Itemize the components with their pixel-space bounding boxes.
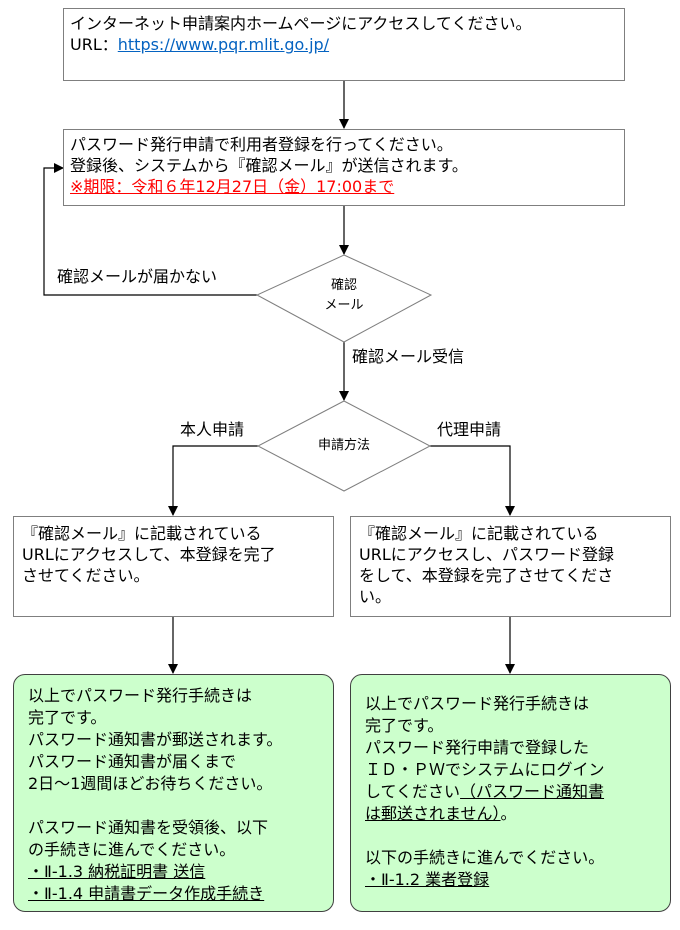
access-instruction: インターネット申請案内ホームページにアクセスしてください。 [70, 14, 532, 33]
label-received: 確認メール受信 [352, 347, 465, 366]
diamond-application-method [256, 400, 432, 492]
diamond-application-method-label: 申請方法 [317, 438, 370, 453]
step-proxy-main-registration: 『確認メール』に記載されている URLにアクセスし、パスワード登録 をして、本登… [350, 516, 671, 617]
self-reg-line1: 『確認メール』に記載されている [22, 524, 262, 543]
link-application-data[interactable]: ・Ⅱ-1.4 申請書データ作成手続き [28, 884, 265, 903]
self-done-line7: の手続きに進んでください。 [28, 840, 236, 859]
homepage-link[interactable]: https://www.pqr.mlit.go.jp/ [117, 35, 330, 54]
self-done-line4: パスワード通知書が届くまで [28, 752, 237, 771]
arrow-to-right-box [430, 445, 515, 516]
self-spacer [28, 795, 319, 817]
self-done-line5: 2日～1週間ほどお待ちください。 [28, 774, 273, 793]
completion-self: 以上でパスワード発行手続きは 完了です。 パスワード通知書が郵送されます。 パス… [13, 674, 334, 912]
arrow-loop-back [43, 163, 257, 296]
proxy-done-line2: 完了です。 [365, 716, 444, 735]
label-self-application: 本人申請 [180, 420, 245, 439]
proxy-spacer [365, 825, 656, 847]
proxy-reg-line3: をして、本登録を完了させてくださ [359, 566, 614, 585]
diamond-confirm-line2: メール [324, 298, 364, 313]
proxy-reg-line4: い。 [359, 587, 392, 606]
self-done-line3: パスワード通知書が郵送されます。 [28, 730, 283, 749]
self-done-line1: 以上でパスワード発行手続きは [28, 686, 253, 705]
url-label: URL： [70, 35, 118, 54]
registration-instruction: パスワード発行申請で利用者登録を行ってください。 [70, 135, 453, 154]
diamond-confirm-mail [255, 254, 433, 343]
proxy-done-line7: 以下の手続きに進んでください。 [365, 848, 605, 867]
arrow-to-left-box [168, 445, 258, 516]
proxy-done-line4: ＩＤ・ＰＷでシステムにログイン [365, 760, 605, 779]
step-access-homepage: インターネット申請案内ホームページにアクセスしてください。 URL：https:… [63, 8, 625, 81]
proxy-done-line5b: （パスワード通知書 [460, 782, 605, 801]
proxy-done-line6: は郵送されません）。 [365, 803, 656, 825]
link-vendor-registration[interactable]: ・Ⅱ-1.2 業者登録 [365, 870, 490, 889]
self-done-line2: 完了です。 [28, 708, 107, 727]
proxy-done-line5a: してください [365, 782, 461, 801]
proxy-done-line1: 以上でパスワード発行手続きは [365, 694, 590, 713]
diamond-confirm-mail-label: 確認 メール [294, 276, 394, 316]
proxy-reg-line1: 『確認メール』に記載されている [359, 524, 599, 543]
url-line: URL：https://www.pqr.mlit.go.jp/ [70, 34, 618, 55]
label-proxy-application: 代理申請 [437, 420, 502, 439]
deadline-notice: ※期限：令和６年12月27日（金）17:00まで [70, 177, 395, 196]
confirm-mail-notice: 登録後、システムから『確認メール』が送信されます。 [70, 156, 468, 175]
step-user-registration: パスワード発行申請で利用者登録を行ってください。 登録後、システムから『確認メー… [63, 129, 625, 206]
proxy-done-line5: してください（パスワード通知書 [365, 781, 656, 803]
link-tax-certificate[interactable]: ・Ⅱ-1.3 納税証明書 送信 [28, 862, 206, 881]
proxy-done-line3: パスワード発行申請で登録した [365, 738, 590, 757]
self-done-line6: パスワード通知書を受領後、以下 [28, 818, 269, 837]
self-reg-line2: URLにアクセスして、本登録を完了 [22, 545, 276, 564]
proxy-done-line6a: は郵送されません） [365, 804, 501, 823]
diamond-confirm-line1: 確認 [330, 278, 357, 293]
self-reg-line3: させてください。 [22, 566, 150, 585]
proxy-done-line6b: 。 [500, 804, 517, 823]
completion-proxy: 以上でパスワード発行手続きは 完了です。 パスワード発行申請で登録した ＩＤ・Ｐ… [350, 674, 671, 912]
proxy-reg-line2: URLにアクセスし、パスワード登録 [359, 545, 614, 564]
step-self-main-registration: 『確認メール』に記載されている URLにアクセスして、本登録を完了 させてくださ… [13, 516, 334, 617]
label-not-received: 確認メールが届かない [57, 267, 218, 286]
